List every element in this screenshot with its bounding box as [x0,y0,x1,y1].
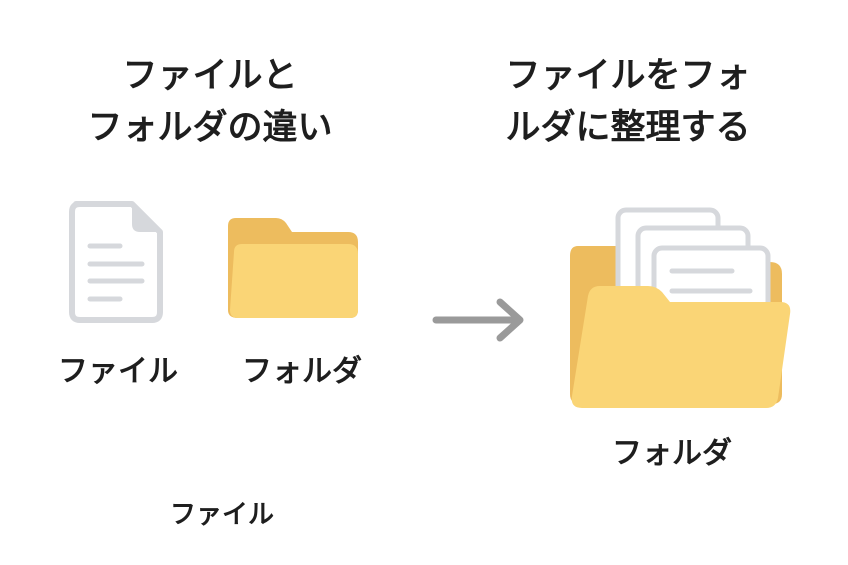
document-icon [69,201,163,323]
left-title-line1: ファイルと [122,56,298,96]
folder-icon [228,218,358,318]
arrow-right-icon [432,298,524,342]
organized-folder-label: フォルダ [612,436,732,471]
left-title-line2: フォルダの違い [87,108,333,148]
folder-label: フォルダ [242,354,362,389]
bottom-file-label: ファイル [169,500,275,530]
right-title-line2: ルダに整理する [505,108,751,148]
open-folder-with-documents-icon [570,207,791,408]
file-label: ファイル [58,354,178,389]
right-title-line1: ファイルをフォ [505,56,751,96]
left-title: ファイルと フォルダの違い [87,50,332,154]
right-title: ファイルをフォ ルダに整理する [505,50,750,154]
